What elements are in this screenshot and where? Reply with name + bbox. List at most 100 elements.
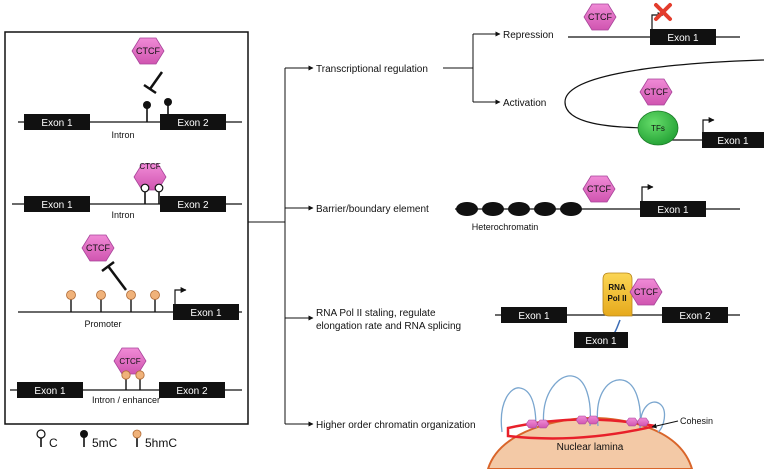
5mc-mark <box>80 430 88 438</box>
chromatin-loop <box>596 379 642 429</box>
exon-2-box <box>159 382 225 398</box>
exon-1-box <box>640 201 706 217</box>
exon-1-box <box>24 114 90 130</box>
exon-1-box <box>24 196 90 212</box>
exon-1-label: Exon 1 <box>41 200 73 211</box>
5mc-mark <box>143 101 151 109</box>
exon-2-label: Exon 2 <box>679 311 711 322</box>
connector-tree <box>248 31 501 427</box>
exon-1-label: Exon 1 <box>41 118 73 129</box>
ctcf-bead-row <box>525 415 650 429</box>
nuclear-lamina-label: Nuclear lamina <box>557 442 624 453</box>
ctcf-protein <box>81 234 115 262</box>
chromatin-loop <box>500 387 537 433</box>
tss-arrow <box>641 184 654 201</box>
ctcf-label: CTCF <box>86 243 110 253</box>
5hmc-mark <box>121 370 131 380</box>
cohesin-label: Cohesin <box>680 416 713 426</box>
exon-2-box <box>160 196 226 212</box>
exon-1-box <box>650 29 716 45</box>
nucleosome <box>508 202 530 216</box>
c-mark <box>140 183 150 193</box>
c-mark <box>36 429 46 439</box>
ctcf-bead <box>536 419 550 429</box>
ctcf-bead <box>525 419 539 429</box>
legend-5hmc-label: 5hmC <box>145 436 177 450</box>
tss-arrow <box>174 287 187 304</box>
exon-1-label: Exon 1 <box>518 311 550 322</box>
chromatin-loop <box>639 401 666 433</box>
ctcf-label: CTCF <box>644 87 668 97</box>
exon-1-label: Exon 1 <box>667 33 699 44</box>
legend-c-label: C <box>49 436 58 450</box>
nucleosome <box>482 202 504 216</box>
5hmc-mark <box>126 290 136 300</box>
activation-label: Activation <box>503 98 546 109</box>
5hmc-mark <box>135 370 145 380</box>
exon-2-box <box>160 114 226 130</box>
exon-2-label: Exon 2 <box>176 386 208 397</box>
ctcf-bead <box>586 415 600 425</box>
nucleosome <box>560 202 582 216</box>
tfs-label: TFs <box>651 124 665 133</box>
rna-pol-label-line2: elongation rate and RNA splicing <box>316 321 461 332</box>
legend: C 5mC 5hmC <box>36 429 177 450</box>
legend-5hmc: 5hmC <box>132 429 177 450</box>
nucleosome <box>456 202 478 216</box>
ctcf-label: CTCF <box>588 12 612 22</box>
exon-2-label: Exon 2 <box>177 200 209 211</box>
exon-1-box <box>17 382 83 398</box>
ctcf-protein <box>583 3 617 31</box>
transcript-exon-1-label: Exon 1 <box>585 336 617 347</box>
scenario-intron-enhancer: Exon 1 Exon 2 Intron / enhancer CTCF <box>10 347 242 405</box>
exon-2-label: Exon 2 <box>177 118 209 129</box>
activation-schematic: CTCF TFs Exon 1 <box>564 59 765 148</box>
scenario-intron-5mc: Exon 1 Exon 2 Intron CTCF <box>18 37 242 140</box>
exon-2-box <box>662 307 728 323</box>
scenario-promoter: CTCF Exon 1 Promoter <box>18 234 242 329</box>
exon-1-box <box>702 132 764 148</box>
ctcf-protein <box>582 175 616 203</box>
transcript-exon-1-box <box>574 332 628 348</box>
ctcf-bead <box>636 417 650 427</box>
scenario-intron-c: Exon 1 Exon 2 Intron CTCF <box>12 162 242 220</box>
inhibition-line <box>148 71 164 90</box>
rna-pol-label-line1: RNA Pol II staling, regulate <box>316 308 436 319</box>
exon-1-label: Exon 1 <box>657 205 689 216</box>
repression-schematic: CTCF Exon 1 <box>568 3 740 45</box>
heterochromatin-label: Heterochromatin <box>472 222 539 232</box>
ctcf-label: CTCF <box>634 287 658 297</box>
exon-1-label: Exon 1 <box>717 136 749 147</box>
legend-c: C <box>36 429 58 450</box>
repression-label: Repression <box>503 30 554 41</box>
ctcf-bead <box>575 415 589 425</box>
5hmc-mark <box>96 290 106 300</box>
rna-pol-ii-protein <box>602 272 633 317</box>
nucleosome <box>534 202 556 216</box>
ctcf-protein <box>639 78 673 106</box>
ctcf-label: CTCF <box>139 162 160 171</box>
legend-5mc-label: 5mC <box>92 436 118 450</box>
dna-loop <box>564 59 765 129</box>
inhibition-bar <box>143 83 157 95</box>
c-mark <box>154 183 164 193</box>
ctcf-label: CTCF <box>587 184 611 194</box>
left-panel-border <box>4 31 249 425</box>
exon-1-box <box>501 307 567 323</box>
barrier-schematic: Heterochromatin CTCF Exon 1 <box>455 175 740 232</box>
barrier-label: Barrier/boundary element <box>316 204 429 215</box>
intron-enhancer-label: Intron / enhancer <box>92 395 160 405</box>
5hmc-mark <box>66 290 76 300</box>
intron-label: Intron <box>111 130 134 140</box>
5hmc-mark <box>150 290 160 300</box>
inhibition-bar <box>101 261 115 272</box>
chromatin-loop <box>542 375 592 429</box>
tss-arrow <box>702 117 715 132</box>
promoter-label: Promoter <box>84 319 121 329</box>
ctcf-bead <box>625 417 639 427</box>
ctcf-protein <box>629 278 663 306</box>
rna-pol-schematic: Exon 1 Exon 2 Exon 1 RNA Pol II CTCF <box>495 272 740 348</box>
cohesin-pointer <box>651 420 679 429</box>
higher-order-label: Higher order chromatin organization <box>316 420 476 431</box>
